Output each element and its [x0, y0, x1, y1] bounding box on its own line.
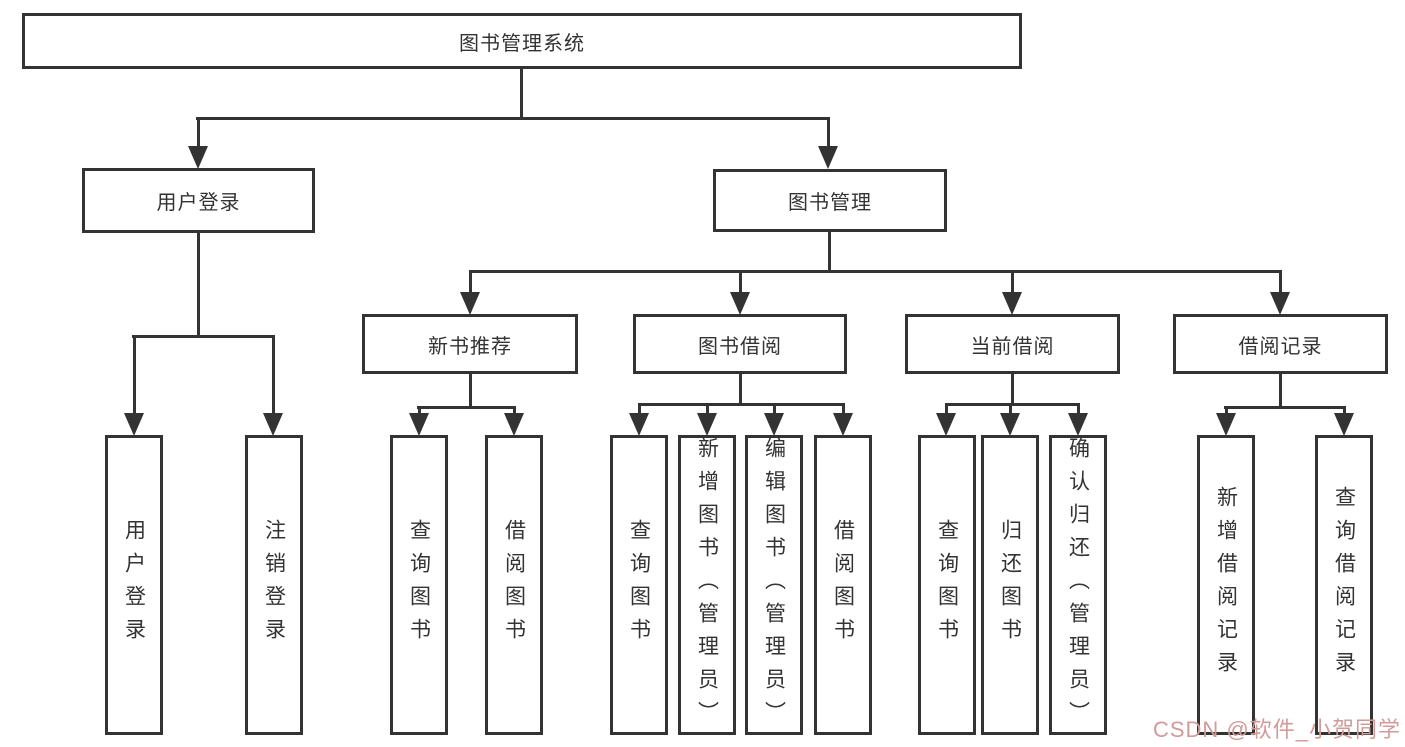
arrow-down-icon	[263, 413, 283, 436]
arrow-down-icon	[1000, 413, 1020, 436]
connector-drop	[706, 403, 709, 415]
leaf-label: 确认归还（管理员）	[1066, 436, 1090, 734]
arrow-down-icon	[460, 292, 480, 315]
connector-drop	[1225, 406, 1228, 415]
leaf-label: 查询图书	[627, 519, 651, 651]
connector-drop-leaf-logout	[272, 335, 275, 413]
connector-drop-book-management	[827, 117, 830, 147]
connector-borrow-records-branch	[1224, 406, 1346, 409]
arrow-down-icon	[1068, 413, 1088, 436]
connector-drop	[842, 403, 845, 415]
node-book-borrow: 图书借阅	[633, 314, 847, 374]
leaf-borrow-books: 借阅图书	[814, 435, 872, 735]
arrow-down-icon	[504, 413, 524, 436]
arrow-down-icon	[764, 413, 784, 436]
connector-drop	[1077, 403, 1080, 415]
connector-drop-user-login	[197, 117, 200, 147]
arrow-down-icon	[730, 292, 750, 315]
node-borrow-records: 借阅记录	[1173, 314, 1388, 374]
arrow-down-icon	[1270, 292, 1290, 315]
connector-drop-book-borrow	[739, 270, 742, 292]
node-new-book-recommend: 新书推荐	[362, 314, 578, 374]
arrow-down-icon	[818, 146, 838, 169]
leaf-label: 新增图书（管理员）	[695, 436, 719, 734]
connector-drop-new-book	[469, 270, 472, 292]
connector-drop	[513, 406, 516, 415]
connector-drop	[773, 403, 776, 415]
leaf-borrow-books-recommend: 借阅图书	[485, 435, 543, 735]
leaf-logout: 注销登录	[245, 435, 303, 735]
connector-user-login-stem	[197, 232, 200, 338]
leaf-edit-book-admin: 编辑图书（管理员）	[745, 435, 803, 735]
connector-drop	[945, 403, 948, 415]
connector-root-branch	[196, 117, 830, 120]
connector-user-login-branch	[132, 335, 275, 338]
connector-drop-current-borrow	[1011, 270, 1014, 292]
connector-drop	[638, 403, 641, 415]
connector-current-borrow-stem	[1011, 372, 1014, 406]
leaf-query-books-borrow: 查询图书	[610, 435, 668, 735]
watermark: CSDN @软件_小贺同学	[1152, 717, 1401, 742]
arrow-down-icon	[1334, 413, 1354, 436]
arrow-down-icon	[124, 413, 144, 436]
connector-drop	[1343, 406, 1346, 415]
leaf-query-borrow-record: 查询借阅记录	[1315, 435, 1373, 735]
connector-drop-leaf-user-login	[133, 335, 136, 413]
leaf-query-books-current: 查询图书	[918, 435, 976, 735]
leaf-query-books-recommend: 查询图书	[390, 435, 448, 735]
leaf-user-login: 用户登录	[105, 435, 163, 735]
connector-drop	[1009, 403, 1012, 415]
leaf-label: 查询借阅记录	[1332, 486, 1356, 684]
leaf-label: 用户登录	[122, 519, 146, 651]
connector-borrow-records-stem	[1279, 372, 1282, 408]
leaf-label: 新增借阅记录	[1214, 486, 1238, 684]
connector-current-borrow-branch	[945, 403, 1079, 406]
node-current-borrow: 当前借阅	[905, 314, 1120, 374]
connector-book-borrow-stem	[739, 372, 742, 406]
leaf-label: 借阅图书	[831, 519, 855, 651]
connector-new-book-branch	[417, 406, 516, 409]
leaf-add-book-admin: 新增图书（管理员）	[678, 435, 736, 735]
connector-root-stem	[520, 68, 523, 120]
arrow-down-icon	[936, 413, 956, 436]
connector-drop	[418, 406, 421, 415]
node-root: 图书管理系统	[22, 13, 1022, 69]
arrow-down-icon	[409, 413, 429, 436]
arrow-down-icon	[629, 413, 649, 436]
leaf-label: 查询图书	[935, 519, 959, 651]
leaf-label: 归还图书	[998, 519, 1022, 651]
arrow-down-icon	[697, 413, 717, 436]
leaf-label: 注销登录	[262, 519, 286, 651]
leaf-confirm-return-admin: 确认归还（管理员）	[1049, 435, 1107, 735]
arrow-down-icon	[188, 146, 208, 169]
leaf-add-borrow-record: 新增借阅记录	[1197, 435, 1255, 735]
leaf-label: 查询图书	[407, 519, 431, 651]
leaf-label: 编辑图书（管理员）	[762, 436, 786, 734]
node-user-login: 用户登录	[82, 168, 315, 233]
leaf-label: 借阅图书	[502, 519, 526, 651]
node-book-management: 图书管理	[713, 169, 947, 232]
leaf-return-book: 归还图书	[981, 435, 1039, 735]
arrow-down-icon	[833, 413, 853, 436]
arrow-down-icon	[1216, 413, 1236, 436]
connector-book-borrow-branch	[638, 403, 844, 406]
connector-book-management-branch	[469, 270, 1282, 273]
connector-drop-borrow-records	[1279, 270, 1282, 292]
arrow-down-icon	[1002, 292, 1022, 315]
connector-book-management-stem	[828, 230, 831, 272]
connector-new-book-stem	[469, 372, 472, 408]
